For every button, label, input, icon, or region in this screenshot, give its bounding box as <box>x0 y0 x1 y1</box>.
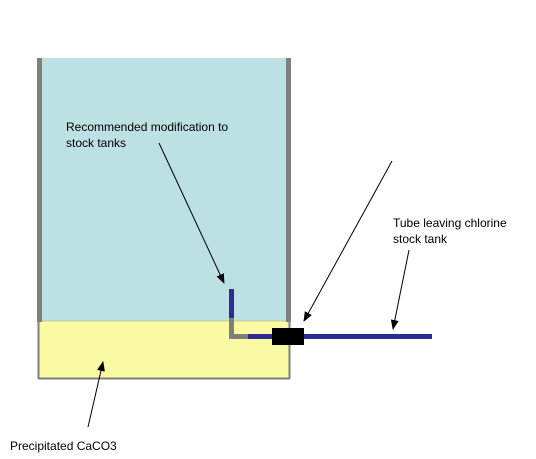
tank-solution <box>40 58 289 322</box>
label-tube-leaving-line2: stock tank <box>393 232 448 246</box>
tank-fitting <box>272 328 304 345</box>
outflow-tube <box>303 334 432 339</box>
arrow-precipitate <box>87 361 105 428</box>
arrow-tube <box>390 249 410 330</box>
arrow-fitting <box>303 160 393 322</box>
riser-tube-grey-elbow-vertical <box>229 318 234 339</box>
label-recommended-modification-line1: Recommended modification to <box>66 120 229 134</box>
riser-tube-blue <box>229 289 234 333</box>
tank-left-wall <box>37 58 42 322</box>
label-tube-leaving-line1: Tube leaving chlorine <box>393 216 507 230</box>
riser-tube-grey-elbow-horizontal <box>229 334 249 339</box>
label-precipitate: Precipitated CaCO3 <box>10 439 117 453</box>
label-tube-leaving: Tube leaving chlorine stock tank <box>393 215 507 247</box>
outflow-tube-inner <box>248 334 274 339</box>
label-recommended-modification: Recommended modification to stock tanks <box>66 119 228 151</box>
label-recommended-modification-line2: stock tanks <box>66 136 127 150</box>
arrow-modification <box>158 142 225 284</box>
tank-right-wall <box>286 58 291 322</box>
precipitate-layer <box>39 321 289 378</box>
